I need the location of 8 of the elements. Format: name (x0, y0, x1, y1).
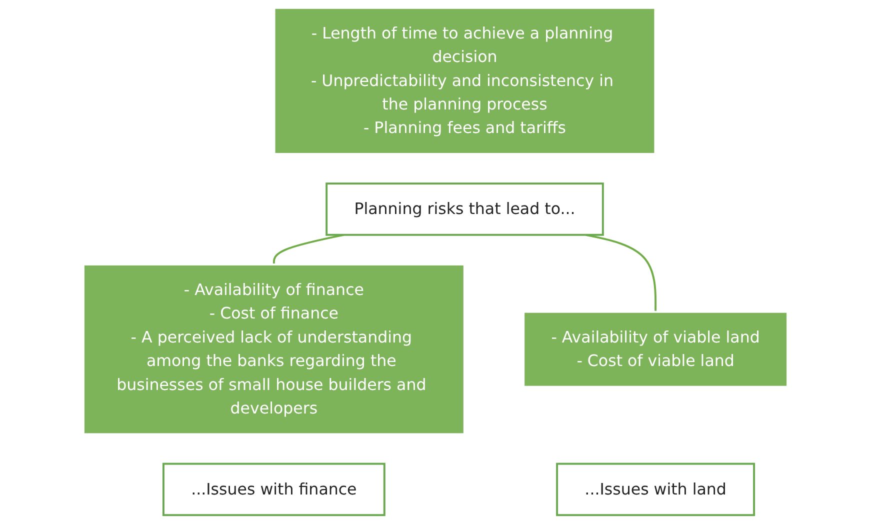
connector (586, 234, 657, 312)
connector (272, 234, 344, 264)
node-box: Planning risks that lead to... (326, 182, 604, 236)
node-box: - Availability of viable land - Cost of viable land (522, 310, 789, 388)
node-box: - Availability of finance - Cost of finance - A perceived lack of understanding among the banks regarding the businesses of small house builders and developers (82, 263, 466, 436)
node-box: - Length of time to achieve a planning decision - Unpredictability and inconsistency in the planning process - Planning fees and tariffs (273, 6, 656, 155)
node-box: ...Issues with land (556, 462, 756, 516)
node-box: ...Issues with finance (162, 462, 386, 516)
